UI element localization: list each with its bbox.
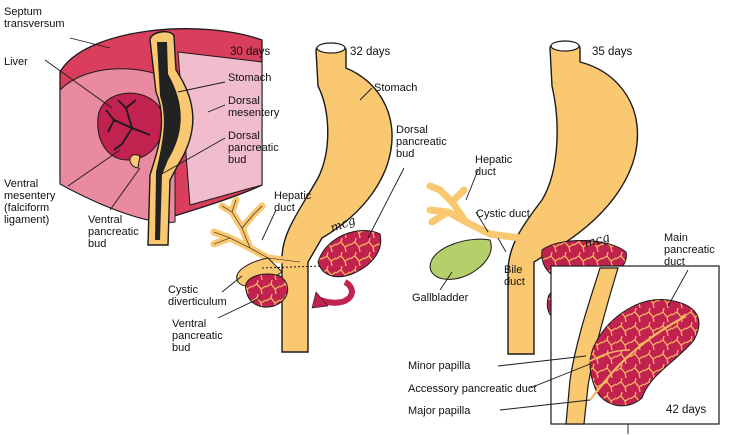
label-hepatic-duct-32: Hepatic duct: [274, 190, 312, 214]
panel-42-days-inset: [550, 265, 720, 425]
label-septum-transversum: Septum transversum: [4, 6, 65, 30]
dorsal-pancreas-32: [317, 230, 382, 278]
label-ventral-pancreatic-bud-30: Ventral pancreatic bud: [88, 214, 139, 250]
pancreas-42: [589, 299, 700, 407]
ventral-pancreas-32: [245, 273, 289, 308]
label-minor-papilla: Minor papilla: [408, 360, 471, 372]
label-accessory-pancreatic-duct: Accessory pancreatic duct: [408, 383, 537, 395]
label-35-days: 35 days: [592, 46, 633, 58]
label-ventral-mesentery: Ventral mesentery (falciform ligament): [4, 178, 56, 226]
label-ventral-pancreatic-bud-32: Ventral pancreatic bud: [172, 318, 223, 354]
liver-ductal-tree: [105, 99, 151, 151]
rotation-arrow: [319, 279, 355, 306]
accessory-duct-line: [587, 349, 631, 363]
dorsal-mesentery-sheet: [177, 51, 263, 206]
label-32-days: 32 days: [350, 46, 391, 58]
label-stomach-30: Stomach: [228, 72, 272, 84]
label-major-papilla: Major papilla: [408, 405, 471, 417]
label-cystic-duct: Cystic duct: [476, 208, 530, 220]
main-pancreatic-duct-line: [589, 315, 687, 401]
label-dorsal-mesentery: Dorsal mesentery: [228, 95, 280, 119]
label-dorsal-pancreatic-bud-30: Dorsal pancreatic bud: [228, 130, 279, 166]
label-stomach-32: Stomach: [374, 82, 418, 94]
label-dorsal-pancreatic-bud-32: Dorsal pancreatic bud: [396, 124, 447, 160]
gut-tube-32: [281, 43, 393, 353]
label-hepatic-duct-35: Hepatic duct: [475, 154, 513, 178]
label-cystic-diverticulum: Cystic diverticulum: [168, 284, 227, 308]
label-30-days: 30 days: [230, 46, 271, 58]
label-bile-duct: Bile duct: [504, 264, 525, 288]
duodenum-42: [565, 267, 619, 425]
ventral-pancreatic-bud-30-shape: [129, 154, 141, 169]
label-gallbladder: Gallbladder: [412, 292, 469, 304]
stomach-lumen-30: [155, 42, 181, 240]
panel-32-days: [210, 42, 393, 353]
leader-lines: [44, 37, 689, 434]
hepatic-tree-35: [426, 182, 524, 242]
label-42-days: 42 days: [666, 404, 707, 416]
label-main-pancreatic-duct: Main pancreatic duct: [664, 232, 715, 268]
hepatic-tree-outline-32: [213, 199, 301, 263]
label-liver: Liver: [4, 56, 28, 68]
gallbladder-shape: [429, 238, 492, 280]
panel-30-days: [59, 28, 263, 246]
